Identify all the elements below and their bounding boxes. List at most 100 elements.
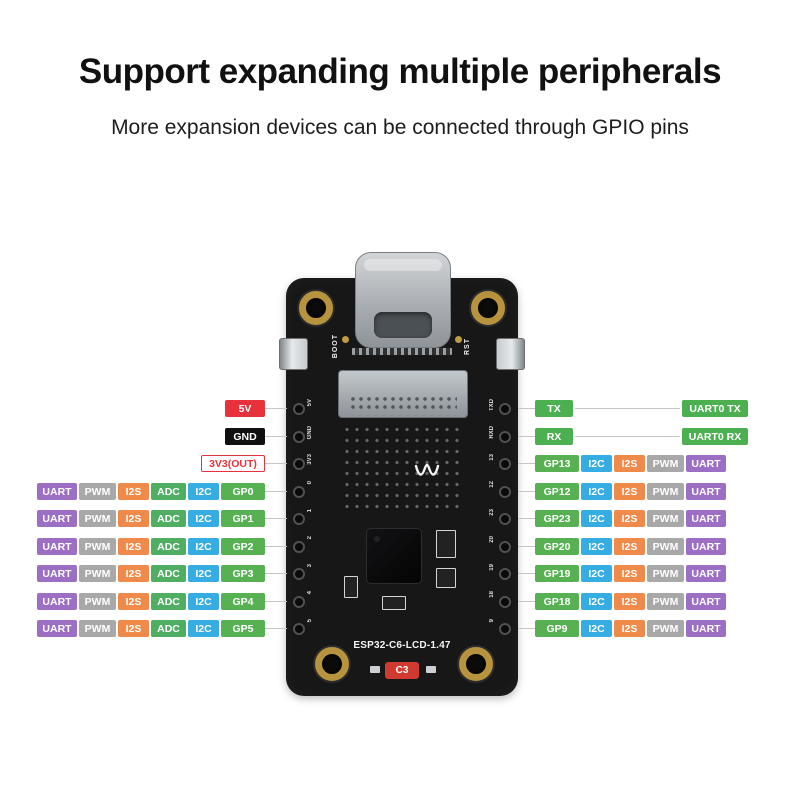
pin-row-gp4: UART PWM I2S ADC I2C GP4: [37, 593, 287, 610]
capability-badge-pwm: PWM: [79, 483, 116, 500]
pin-number-label: GND: [307, 426, 313, 440]
capability-badge-adc: ADC: [151, 483, 186, 500]
pin-row-gp23: GP23 I2C I2S PWM UART: [518, 510, 726, 527]
pin-hole: [499, 458, 511, 470]
pin-hole: [293, 403, 305, 415]
pin-row-gp2: UART PWM I2S ADC I2C GP2: [37, 538, 287, 555]
pin-hole: [293, 513, 305, 525]
pin-hole: [499, 541, 511, 553]
mounting-hole: [299, 291, 333, 325]
solder-hole-grid: [342, 424, 464, 516]
capability-badge-i2c: I2C: [188, 510, 219, 527]
pin-hole: [499, 623, 511, 635]
rst-label: RST: [464, 338, 471, 355]
display-connector-shield: [338, 370, 468, 418]
pin-number-label: 23: [489, 509, 495, 516]
pin-number-label: 3: [307, 564, 313, 568]
pin-row-gp19: GP19 I2C I2S PWM UART: [518, 565, 726, 582]
capability-badge-i2s: I2S: [118, 510, 149, 527]
uart-pin-badge: RX: [535, 428, 573, 445]
pin-hole: [293, 568, 305, 580]
capability-badge-uart: UART: [37, 510, 77, 527]
pin-hole: [499, 486, 511, 498]
capability-badge-i2c: I2C: [581, 483, 612, 500]
pin-hole: [293, 541, 305, 553]
capability-badge-i2c: I2C: [581, 593, 612, 610]
waveshare-logo-icon: [412, 456, 440, 484]
pin-number-label: 12: [489, 481, 495, 488]
pin-row-rx: RX UART0 RX: [518, 428, 748, 445]
capability-badge-i2c: I2C: [188, 538, 219, 555]
capability-badge-i2s: I2S: [614, 538, 645, 555]
capability-badge-i2s: I2S: [118, 538, 149, 555]
board-model-label: ESP32-C6-LCD-1.47: [353, 640, 451, 651]
gpio-pin-badge: GP12: [535, 483, 579, 500]
pin-hole: [293, 623, 305, 635]
smd-component: [426, 666, 436, 673]
pin-row-gp20: GP20 I2C I2S PWM UART: [518, 538, 726, 555]
gpio-pin-badge: GP0: [221, 483, 265, 500]
capability-badge-pwm: PWM: [647, 565, 684, 582]
pin-hole: [499, 403, 511, 415]
pin-number-label: 4: [307, 591, 313, 595]
capability-badge-uart: UART: [37, 565, 77, 582]
pin-hole: [499, 431, 511, 443]
capability-badge-i2c: I2C: [188, 593, 219, 610]
pin-hole: [499, 513, 511, 525]
pin-hole: [293, 431, 305, 443]
gpio-pin-badge: GP1: [221, 510, 265, 527]
boot-button: [279, 338, 308, 370]
capability-badge-i2c: I2C: [581, 538, 612, 555]
pin-number-label: TXD: [489, 399, 495, 411]
gpio-pin-badge: GP18: [535, 593, 579, 610]
pin-number-label: 2: [307, 536, 313, 540]
reset-button: [496, 338, 525, 370]
pin-row-tx: TX UART0 TX: [518, 400, 748, 417]
pin-row-gp18: GP18 I2C I2S PWM UART: [518, 593, 726, 610]
wire-line: [575, 436, 680, 437]
capability-badge-i2s: I2S: [118, 565, 149, 582]
capability-badge-pwm: PWM: [79, 538, 116, 555]
pin-hole: [293, 486, 305, 498]
capability-badge-pwm: PWM: [647, 483, 684, 500]
capability-badge-i2s: I2S: [614, 593, 645, 610]
capability-badge-pwm: PWM: [79, 565, 116, 582]
capability-badge-pwm: PWM: [647, 593, 684, 610]
capability-badge-i2s: I2S: [118, 620, 149, 637]
pin-row-gp1: UART PWM I2S ADC I2C GP1: [37, 510, 287, 527]
capability-badge-uart: UART: [686, 510, 726, 527]
pin-hole: [499, 568, 511, 580]
usb-solder-pins: [352, 348, 452, 355]
page-subtitle: More expansion devices can be connected …: [111, 116, 689, 139]
capability-badge-uart: UART: [37, 538, 77, 555]
solder-pad: [342, 336, 349, 343]
capability-badge-adc: ADC: [151, 620, 186, 637]
power-badge-3v3: 3V3(OUT): [201, 455, 265, 472]
pin-number-label: 18: [489, 591, 495, 598]
solder-pad: [455, 336, 462, 343]
pin-row-gnd: GND: [225, 428, 287, 445]
capability-badge-i2s: I2S: [614, 620, 645, 637]
page-title: Support expanding multiple peripherals: [78, 52, 722, 91]
gpio-pin-badge: GP13: [535, 455, 579, 472]
silkscreen-box: [436, 530, 456, 558]
pin-number-label: 1: [307, 509, 313, 513]
pin-row-gp5: UART PWM I2S ADC I2C GP5: [37, 620, 287, 637]
capability-badge-uart: UART: [37, 593, 77, 610]
capability-badge-uart: UART: [686, 483, 726, 500]
capability-badge-pwm: PWM: [647, 620, 684, 637]
wire-line: [575, 408, 680, 409]
capability-badge-pwm: PWM: [647, 510, 684, 527]
capability-badge-adc: ADC: [151, 510, 186, 527]
pin-row-gp9: GP9 I2C I2S PWM UART: [518, 620, 726, 637]
mounting-hole: [315, 647, 349, 681]
boot-label: BOOT: [332, 334, 339, 359]
capability-badge-pwm: PWM: [647, 538, 684, 555]
smd-component: [370, 666, 380, 673]
capability-badge-pwm: PWM: [79, 510, 116, 527]
capability-badge-pwm: PWM: [647, 455, 684, 472]
capability-badge-uart: UART: [686, 565, 726, 582]
pin-number-label: 13: [489, 454, 495, 461]
capability-badge-i2s: I2S: [614, 455, 645, 472]
